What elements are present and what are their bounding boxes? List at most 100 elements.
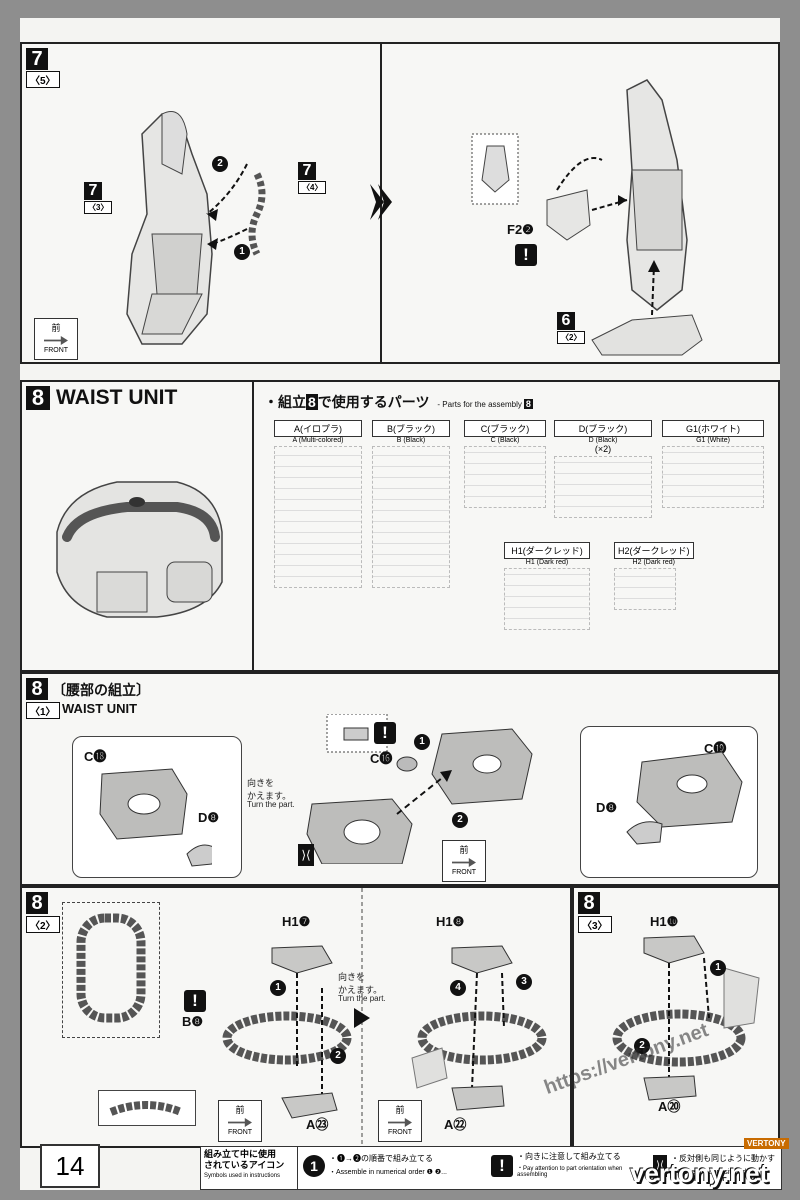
- runner-c-sprue: [464, 446, 546, 508]
- runner-h2: H2(ダークレッド) H2 (Dark red): [614, 542, 694, 610]
- runner-g1-label-jp: G1(ホワイト): [662, 420, 764, 437]
- instruction-page: 7 〈5〉 7 〈3〉 7 〈4〉 2 1 前 FRONT: [20, 18, 789, 1190]
- runner-h1: H1(ダークレッド) H1 (Dark red): [504, 542, 590, 630]
- runner-d: D(ブラック) D (Black) (×2): [554, 420, 652, 518]
- step8-1-d8-right: D❽: [596, 800, 618, 815]
- step8-1-turn-en: Turn the part.: [247, 800, 295, 809]
- icon-legend: 組み立て中に使用 されているアイコン Symbols used in instr…: [200, 1146, 782, 1190]
- step8-1-c18: C⓲: [84, 749, 107, 764]
- waist-skirt-assembly-illustration: [222, 945, 352, 1119]
- legend-orientation-en: ・Pay attention to part orientation when …: [517, 1166, 623, 1178]
- parts-heading-en: - Parts for the assembly: [437, 400, 522, 409]
- step8-1-panel: 8 〔腰部の組立〕 〈1〉 WAIST UNIT C⓲ D❽ 向きを かえます。…: [20, 672, 780, 886]
- front-icon-en: FRONT: [227, 1129, 253, 1136]
- step8-2-warning-icon: !: [184, 990, 206, 1012]
- front-icon-step8-1: 前 FRONT: [442, 840, 486, 882]
- front-icon-en: FRONT: [451, 869, 477, 876]
- step7-order-2: 2: [212, 156, 228, 172]
- runner-c: C(ブラック) C (Black): [464, 420, 546, 508]
- step7-number: 7: [26, 48, 48, 70]
- step7-substep: 〈5〉: [26, 71, 60, 88]
- legend-mirror-en: ・Move the opposite side: [671, 1169, 750, 1176]
- step8-1-order-1: 1: [414, 734, 430, 750]
- step8-2-a22: A㉒: [444, 1117, 467, 1132]
- front-icon-step8-2b: 前 FRONT: [378, 1100, 422, 1142]
- runner-d-sprue: [554, 456, 652, 518]
- legend-order-en: ・Assemble in numerical order ❶ ❷...: [329, 1169, 447, 1176]
- waist-part-c18-illustration: [99, 768, 212, 867]
- runner-g1: G1(ホワイト) G1 (White): [662, 420, 764, 508]
- waist-unit-illustration: [56, 481, 223, 618]
- step7-left-panel: 7 〈5〉 7 〈3〉 7 〈4〉 2 1 前 FRONT: [20, 42, 380, 364]
- step7-right-panel: F2❷ ! 6 〈2〉: [370, 42, 780, 364]
- runner-a-label-en: A (Multi-colored): [292, 437, 344, 444]
- step8-2-b8: B❽: [182, 1014, 204, 1029]
- step8-2-turn-en: Turn the part.: [338, 994, 386, 1003]
- legend-title-jp: 組み立て中に使用 されているアイコン: [204, 1149, 285, 1170]
- waist-skirt-final-illustration: [612, 935, 760, 1101]
- step8-2-panel: 8 〈2〉 ! B❽ H1❼ A㉓ 1 2 前 FRONT 向きを かえます。 …: [20, 886, 572, 1148]
- runner-h1-label-jp: H1(ダークレッド): [504, 542, 590, 559]
- step8-2-order-2: 2: [330, 1048, 346, 1064]
- step8-1-c16: C⓰: [370, 751, 393, 766]
- step7-callout-left-sub: 〈3〉: [84, 201, 113, 214]
- step8-1-turn-jp: 向きを かえます。: [247, 778, 292, 801]
- step8-1-title-jp: 〔腰部の組立〕: [52, 682, 150, 698]
- front-icon-jp: 前: [459, 845, 469, 855]
- step8-3-panel: 8 〈3〉 H1❿ A⑳ 1 2: [572, 886, 780, 1148]
- step8-1-title-en: WAIST UNIT: [62, 701, 138, 716]
- runner-d-label-jp: D(ブラック): [554, 420, 652, 437]
- step8-1-number: 8: [26, 678, 48, 700]
- waist-skirt-assembly-rear-illustration: [411, 945, 547, 1111]
- runner-a-label-jp: A(イロプラ): [274, 420, 362, 437]
- front-icon-en: FRONT: [387, 1129, 413, 1136]
- step8-2-order-3: 3: [516, 974, 532, 990]
- step8-2-order-1: 1: [270, 980, 286, 996]
- step8-3-order-1: 1: [710, 960, 726, 976]
- step8-2-h18: H1❽: [436, 914, 465, 929]
- legend-orientation-icon: !: [491, 1155, 513, 1177]
- step7-callout-bottom: 6: [557, 312, 575, 330]
- runner-d-label-en: D (Black): [588, 437, 618, 444]
- front-icon-jp: 前: [235, 1105, 245, 1115]
- legend-mirror-icon: ⟩⟨: [653, 1155, 667, 1177]
- step7-part-f2: F2❷: [507, 222, 534, 238]
- front-icon-step8-2: 前 FRONT: [218, 1100, 262, 1142]
- waist-segment-illustration: [109, 1101, 183, 1116]
- runner-h1-sprue: [504, 568, 590, 630]
- step7-part-f2-num: ❷: [522, 222, 534, 237]
- parts-heading-jp: ・組立: [264, 394, 306, 410]
- step8-2-substep: 〈2〉: [26, 916, 60, 933]
- legend-title-box: 組み立て中に使用 されているアイコン Symbols used in instr…: [201, 1147, 298, 1189]
- watermark-brand: VERTONY: [744, 1138, 789, 1149]
- front-arrow-icon: [388, 1118, 412, 1127]
- front-icon-en: FRONT: [43, 347, 69, 354]
- runner-a: A(イロプラ) A (Multi-colored): [274, 420, 362, 588]
- waist-ring-illustration: [76, 913, 146, 1023]
- runner-h2-label-jp: H2(ダークレッド): [614, 542, 694, 559]
- step8-3-h110: H1❿: [650, 914, 679, 929]
- watermark-site: vertony.net: [630, 1158, 769, 1188]
- step8-2-order-4: 4: [450, 980, 466, 996]
- runner-b: B(ブラック) B (Black): [372, 420, 450, 588]
- legend-order-icon: 1: [303, 1155, 325, 1177]
- step7-callout-right: 7: [298, 162, 316, 180]
- step8-3-a20: A⑳: [658, 1099, 681, 1114]
- runner-a-sprue: [274, 446, 362, 588]
- front-arrow-icon: [228, 1118, 252, 1127]
- robot-upper-body-illustration: [126, 111, 266, 345]
- step8-1-substep: 〈1〉: [26, 702, 60, 719]
- step8-2-h17: H1❼: [282, 914, 311, 929]
- front-icon-step7: 前 FRONT: [34, 318, 78, 360]
- runner-h2-sprue: [614, 568, 676, 610]
- runner-c-label-jp: C(ブラック): [464, 420, 546, 437]
- step7-order-1: 1: [234, 244, 250, 260]
- runner-h1-label-en: H1 (Dark red): [525, 559, 569, 566]
- step7-callout-left: 7: [84, 182, 102, 200]
- orientation-warning-icon: !: [515, 244, 537, 266]
- waist-assembly-illustration: [306, 714, 533, 864]
- mirror-icon: ⟩⟨: [298, 844, 314, 866]
- step8-2-a23: A㉓: [306, 1117, 329, 1132]
